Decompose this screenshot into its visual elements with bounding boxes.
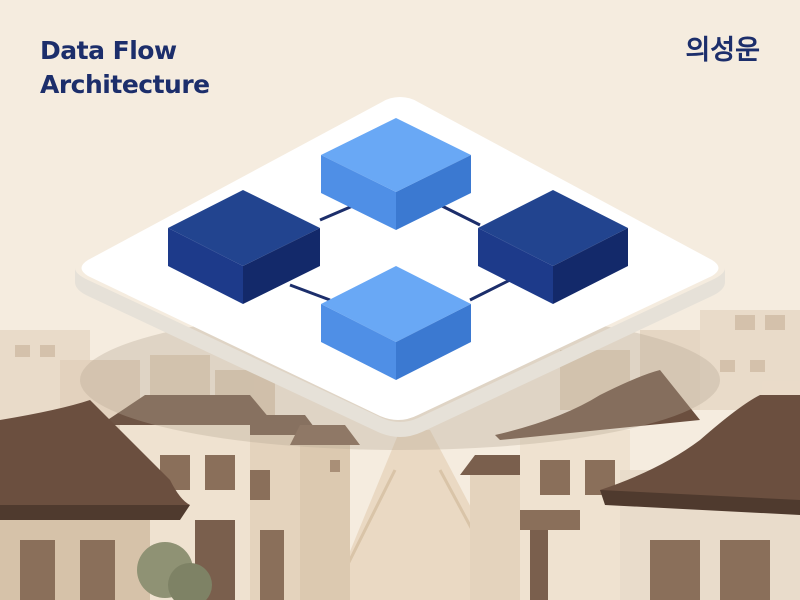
left-houses [0, 395, 360, 600]
title-line-2: Architecture [40, 70, 210, 99]
connector-lines [289, 203, 511, 302]
right-houses [460, 370, 800, 600]
diagram-platform [75, 97, 725, 437]
title-line-1: Data Flow [40, 36, 177, 65]
top-node [321, 118, 471, 230]
connector-right-bottom [469, 278, 511, 302]
connector-top-left [319, 203, 356, 222]
connector-left-bottom [289, 283, 331, 302]
bottom-node [321, 266, 471, 380]
left-node [168, 190, 320, 304]
connector-top-right [439, 203, 481, 227]
right-node [478, 190, 628, 304]
page-title: Data Flow Architecture [40, 34, 300, 102]
author-name: 의성운 [685, 35, 760, 66]
